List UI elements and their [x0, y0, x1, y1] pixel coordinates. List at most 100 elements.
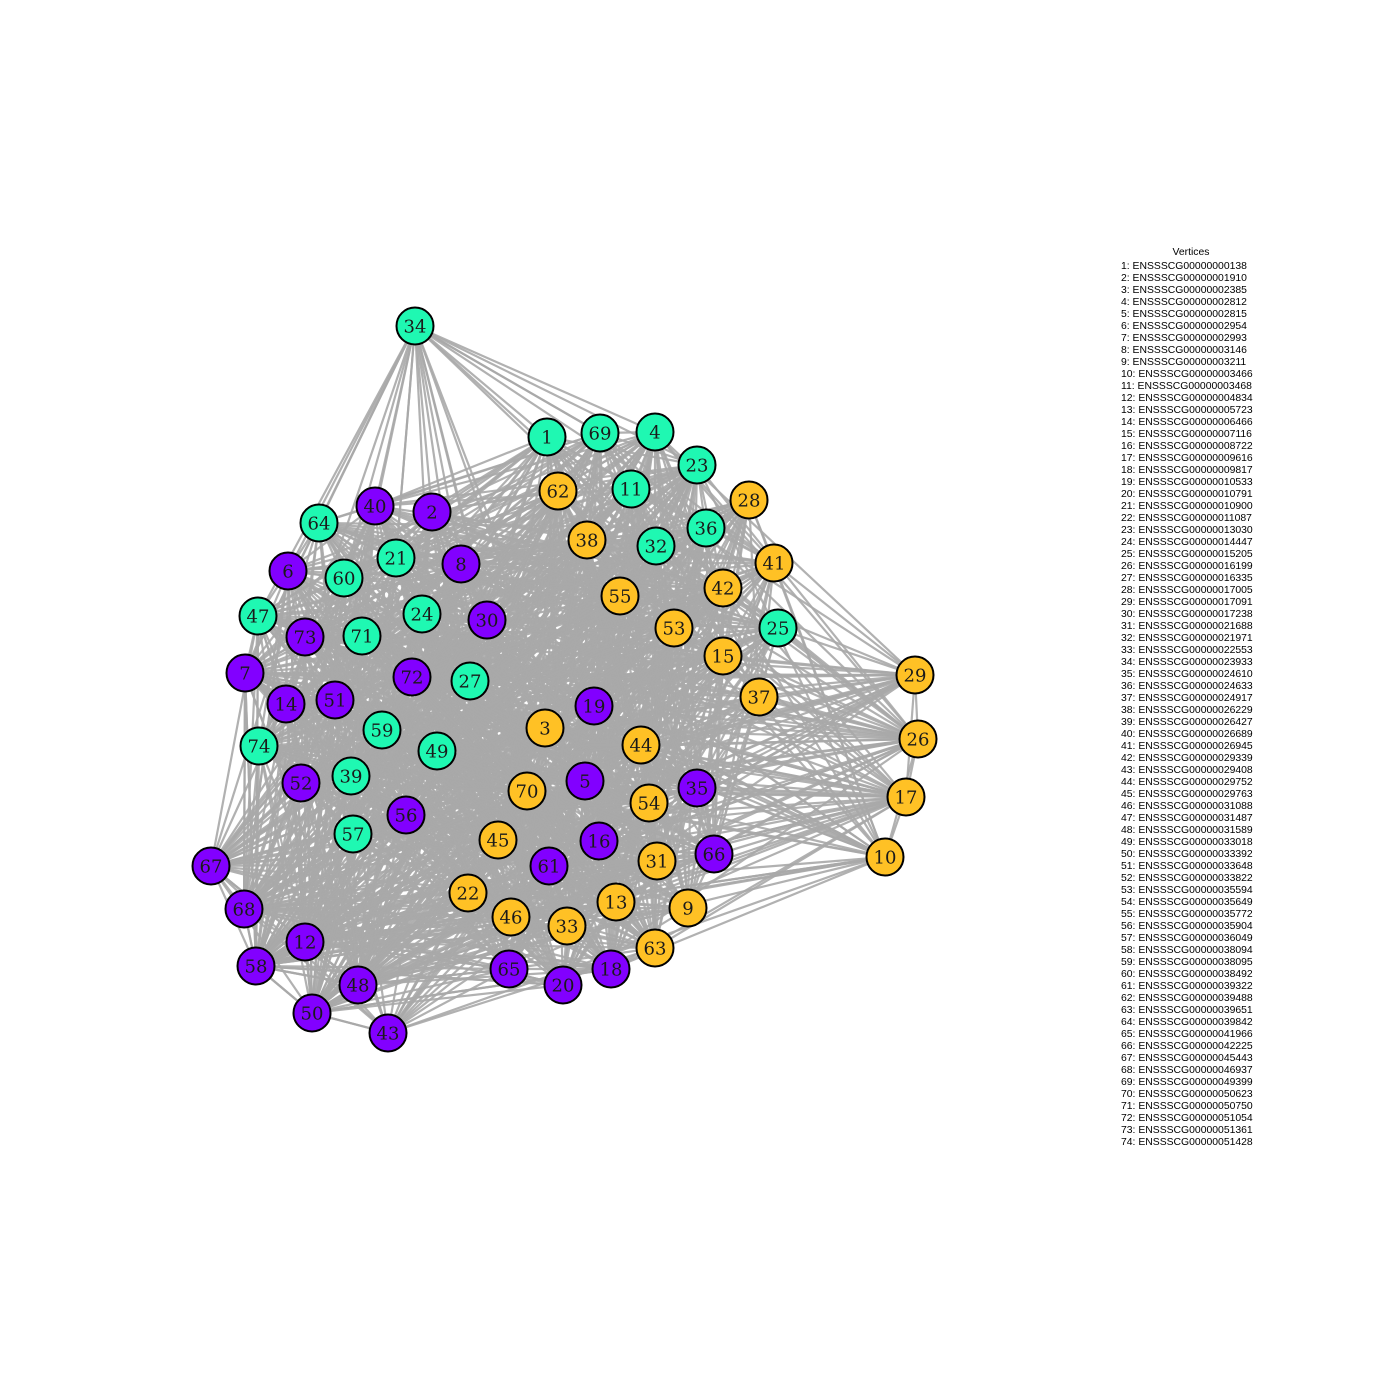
- node-circle: [538, 471, 578, 511]
- node: 7: [225, 653, 265, 693]
- node-circle: [621, 725, 661, 765]
- node-label: 25: [767, 619, 790, 640]
- legend-item: 16: ENSSSCG00000008722: [1121, 441, 1253, 452]
- legend-item: 42: ENSSSCG00000029339: [1121, 753, 1253, 764]
- node-circle: [324, 558, 364, 598]
- legend-item: 31: ENSSSCG00000021688: [1121, 621, 1253, 632]
- node-circle: [338, 965, 378, 1005]
- node-circle: [402, 594, 442, 634]
- legend-item: 56: ENSSSCG00000035904: [1121, 921, 1253, 932]
- node-label: 17: [895, 788, 918, 809]
- edge: [257, 538, 588, 618]
- node-label: 63: [644, 939, 667, 960]
- node-label: 35: [686, 779, 709, 800]
- node-circle: [292, 993, 332, 1033]
- node-circle: [417, 731, 457, 771]
- edge: [318, 522, 413, 678]
- node-label: 41: [763, 554, 786, 575]
- node-circle: [448, 873, 488, 913]
- node-label: 38: [576, 531, 599, 552]
- node-circle: [527, 417, 567, 457]
- node-label: 57: [342, 825, 365, 846]
- legend-item: 70: ENSSSCG00000050623: [1121, 1089, 1253, 1100]
- node-circle: [895, 655, 935, 695]
- edge: [300, 782, 656, 949]
- node-label: 58: [245, 957, 268, 978]
- node-circle: [580, 413, 620, 453]
- node: 68: [224, 889, 264, 929]
- edge: [304, 432, 601, 638]
- legend-item: 11: ENSSSCG00000003468: [1121, 381, 1252, 392]
- node: 8: [441, 544, 481, 584]
- node-label: 71: [351, 627, 374, 648]
- legend-item: 33: ENSSSCG00000022553: [1121, 645, 1253, 656]
- legend-item: 29: ENSSSCG00000017091: [1121, 597, 1253, 608]
- node: 70: [507, 771, 547, 811]
- edge: [357, 967, 510, 987]
- node: 42: [703, 568, 743, 608]
- node-label: 18: [600, 960, 623, 981]
- legend-item: 15: ENSSSCG00000007116: [1121, 429, 1252, 440]
- node-label: 13: [605, 893, 628, 914]
- edge: [304, 498, 750, 639]
- node: 66: [694, 834, 734, 874]
- node: 61: [529, 846, 569, 886]
- node-circle: [739, 677, 779, 717]
- node-circle: [315, 680, 355, 720]
- node-circle: [596, 882, 636, 922]
- node-label: 42: [712, 579, 735, 600]
- node: 23: [677, 445, 717, 485]
- node: 4: [635, 412, 675, 452]
- node-label: 7: [239, 664, 250, 685]
- node: 28: [729, 480, 769, 520]
- edge: [413, 325, 434, 513]
- node-label: 74: [248, 737, 271, 758]
- node: 72: [392, 657, 432, 697]
- node-circle: [266, 684, 306, 724]
- node-circle: [677, 445, 717, 485]
- node: 31: [637, 841, 677, 881]
- node-label: 53: [663, 619, 686, 640]
- node-label: 14: [275, 695, 298, 716]
- legend-item: 24: ENSSSCG00000014447: [1121, 537, 1253, 548]
- node-circle: [574, 686, 614, 726]
- legend-item: 3: ENSSSCG00000002385: [1121, 285, 1247, 296]
- node-circle: [758, 608, 798, 648]
- node: 74: [239, 726, 279, 766]
- node-circle: [565, 761, 605, 801]
- node-label: 39: [340, 767, 363, 788]
- node: 5: [565, 761, 605, 801]
- legend-item: 17: ENSSSCG00000009616: [1121, 453, 1253, 464]
- node-circle: [898, 719, 938, 759]
- node-label: 28: [738, 491, 761, 512]
- node: 63: [635, 928, 675, 968]
- node-circle: [491, 897, 531, 937]
- legend-title: Vertices: [1172, 247, 1210, 258]
- node-circle: [703, 568, 743, 608]
- edge: [414, 324, 656, 434]
- edge: [414, 325, 601, 434]
- legend-item: 73: ENSSSCG00000051361: [1121, 1125, 1253, 1136]
- node-label: 45: [487, 831, 510, 852]
- node: 48: [338, 965, 378, 1005]
- node-circle: [489, 949, 529, 989]
- edge: [304, 636, 656, 949]
- node: 9: [668, 888, 708, 928]
- node: 22: [448, 873, 488, 913]
- node-label: 33: [556, 917, 579, 938]
- edge: [640, 744, 715, 855]
- legend-item: 32: ENSSSCG00000021971: [1121, 633, 1253, 644]
- edge: [258, 744, 715, 856]
- node-circle: [450, 661, 490, 701]
- node-circle: [333, 814, 373, 854]
- node-label: 1: [541, 428, 552, 449]
- legend-item: 13: ENSSSCG00000005723: [1121, 405, 1253, 416]
- node-label: 44: [630, 736, 653, 757]
- node-circle: [636, 526, 676, 566]
- node-circle: [478, 820, 518, 860]
- edge: [557, 490, 675, 629]
- node-label: 2: [426, 503, 437, 524]
- node: 46: [491, 897, 531, 937]
- node-label: 27: [459, 672, 482, 693]
